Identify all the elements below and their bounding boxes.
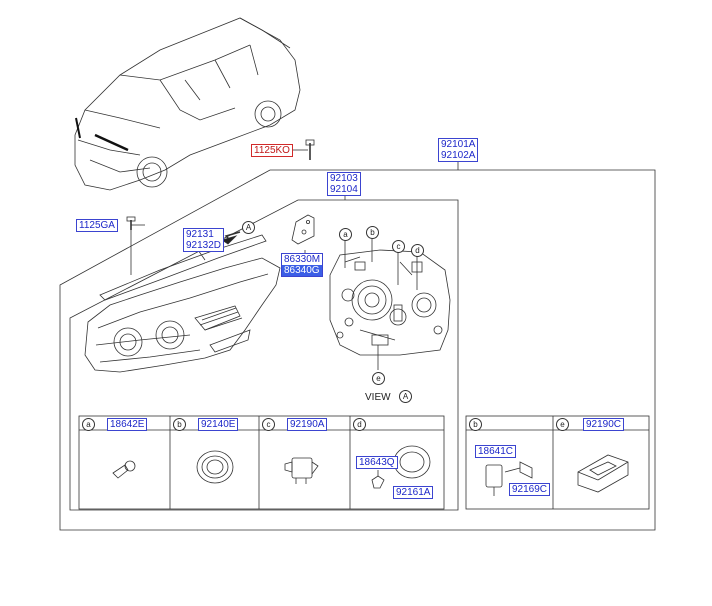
trim-strip	[99, 234, 267, 301]
part-label-1125ko[interactable]: 1125KO	[251, 144, 293, 157]
headlamp-rear-view	[329, 249, 451, 356]
part-label-92103-92104[interactable]: 92103 92104	[327, 172, 361, 196]
part-label-86330m-86340g[interactable]: 86330M 86340G	[281, 253, 324, 277]
part-label-92190a[interactable]: 92190A	[287, 418, 328, 431]
bulb-18643q	[371, 470, 385, 489]
part-label-92101a-92102a[interactable]: 92101A 92102A	[438, 138, 479, 162]
view-a-title: VIEW	[365, 392, 391, 403]
cell-a-marker: a	[82, 418, 95, 431]
part-label-92131[interactable]: 92131	[186, 229, 214, 240]
view-a-circle: A	[399, 390, 412, 403]
actuator-92190a	[284, 457, 319, 484]
cell-d-marker: d	[353, 418, 366, 431]
cell-c-marker: c	[262, 418, 275, 431]
part-label-18643q[interactable]: 18643Q	[356, 456, 398, 469]
part-label-92104[interactable]: 92104	[330, 184, 358, 195]
part-label-92140e[interactable]: 92140E	[198, 418, 239, 431]
bulb-18642e	[112, 460, 136, 479]
bracket-86330m	[291, 214, 315, 245]
part-label-18641c[interactable]: 18641C	[475, 445, 517, 458]
part-label-92169c[interactable]: 92169C	[509, 483, 551, 496]
cell-b-marker: b	[173, 418, 186, 431]
part-label-18642e[interactable]: 18642E	[107, 418, 148, 431]
part-label-92102a[interactable]: 92102A	[441, 150, 476, 161]
callout-a: a	[339, 228, 352, 241]
cap-92161a	[393, 445, 431, 479]
part-label-1125ga[interactable]: 1125GA	[76, 219, 118, 232]
bolt-1125ga	[126, 216, 136, 230]
bolt-1125ko	[305, 139, 315, 160]
part-label-86330m[interactable]: 86330M	[284, 254, 321, 265]
cell-e-marker: e	[556, 418, 569, 431]
headlamp-assembly	[84, 257, 281, 373]
cap-92140e	[196, 450, 234, 484]
outer-frame	[59, 169, 656, 531]
ballast-92190c	[577, 454, 629, 493]
part-label-92103[interactable]: 92103	[330, 173, 358, 184]
part-label-92132d[interactable]: 92132D	[186, 240, 222, 251]
hid-bulb-18641c	[485, 461, 533, 496]
vehicle-illustration	[74, 17, 301, 191]
inner-frame	[69, 199, 459, 511]
part-label-86340g[interactable]: 86340G	[282, 265, 323, 276]
callout-e: e	[372, 372, 385, 385]
callout-c: c	[392, 240, 405, 253]
callout-b: b	[366, 226, 379, 239]
callout-view-a-marker: A	[242, 221, 255, 234]
part-label-92101a[interactable]: 92101A	[441, 139, 476, 150]
view-title-text: VIEW	[365, 392, 391, 403]
part-label-92161a[interactable]: 92161A	[393, 486, 434, 499]
cell-b2-marker: b	[469, 418, 482, 431]
part-label-92131-92132d[interactable]: 92131 92132D	[183, 228, 225, 252]
part-label-92190c[interactable]: 92190C	[583, 418, 625, 431]
callout-d: d	[411, 244, 424, 257]
